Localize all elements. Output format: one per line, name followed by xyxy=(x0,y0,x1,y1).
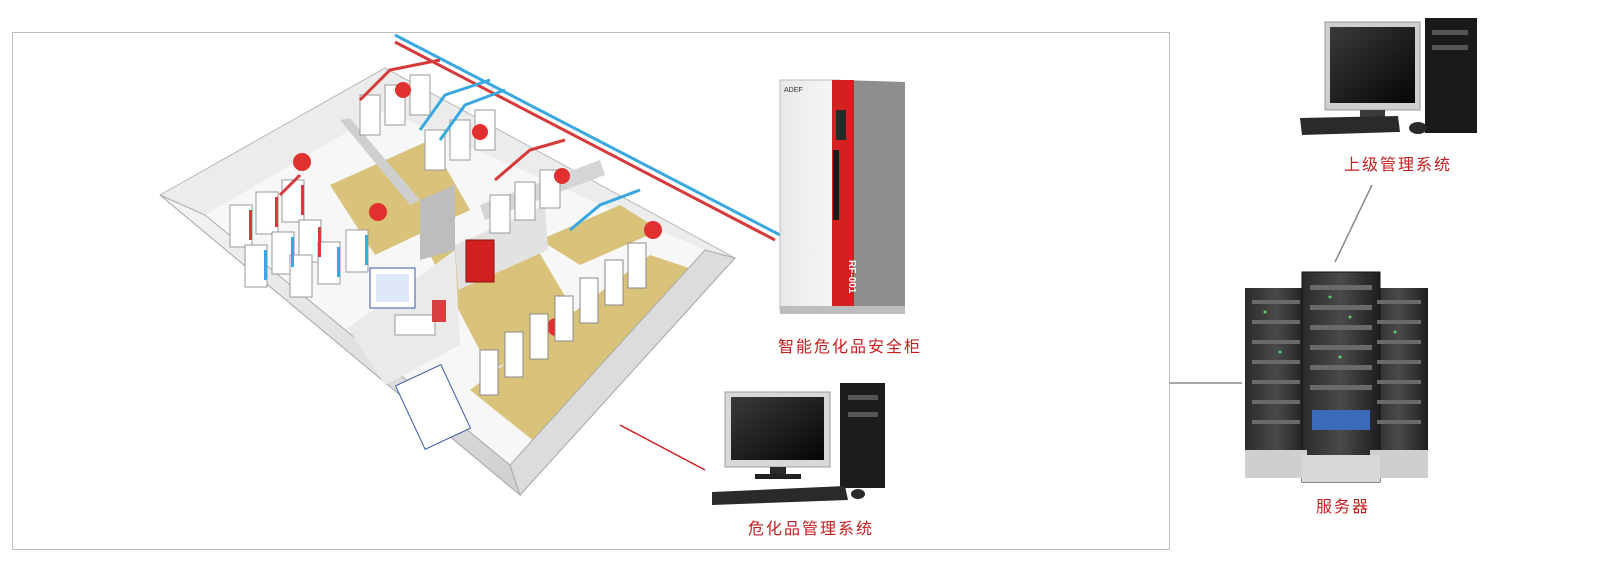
server-rack-illustration xyxy=(1245,271,1428,483)
cabinet-badge: RF-001 xyxy=(846,260,857,294)
connection-line-upper xyxy=(1334,184,1373,263)
safety-cabinet-illustration xyxy=(779,79,905,314)
server-label: 服务器 xyxy=(1316,497,1371,516)
management-computer-illustration xyxy=(712,383,885,505)
cabinet-logo: ADEF xyxy=(784,87,803,94)
lab-building-illustration xyxy=(159,58,736,497)
connection-line-red xyxy=(619,424,706,471)
system-frame xyxy=(12,32,1170,550)
pipes xyxy=(394,33,781,242)
upper-system-label: 上级管理系统 xyxy=(1344,155,1453,174)
management-system-label: 危化品管理系统 xyxy=(748,519,875,538)
cabinet-label: 智能危化品安全柜 xyxy=(778,337,923,356)
upper-computer-illustration xyxy=(1300,18,1477,135)
